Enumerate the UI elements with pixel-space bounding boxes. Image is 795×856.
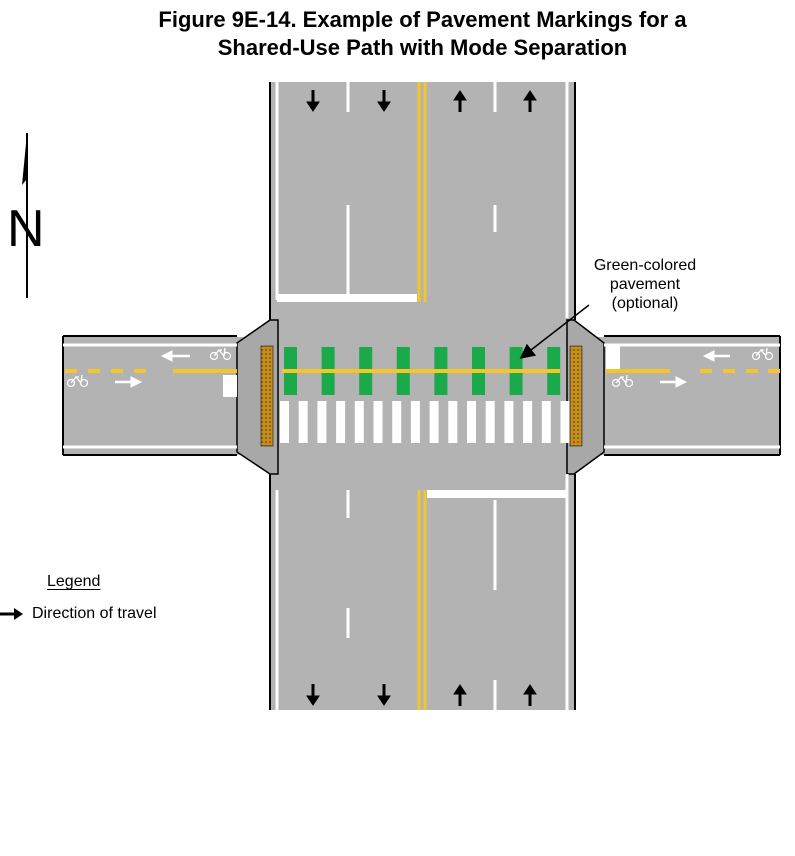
bicycle-icon: [751, 347, 774, 361]
crosswalk-bar: [523, 401, 533, 443]
green-pavement-callout: Green-colored pavement (optional): [575, 256, 715, 313]
legend-item-direction-of-travel: Direction of travel: [32, 605, 157, 622]
figure-title-line-1: Figure 9E-14. Example of Pavement Markin…: [158, 7, 687, 32]
callout-line-2: pavement: [609, 276, 681, 293]
north-arrow-icon: N: [7, 133, 45, 298]
south-stop-bar: [427, 490, 567, 498]
lane-direction-arrows: [306, 90, 537, 706]
crosswalk-bar: [373, 401, 383, 443]
path-yellow-dashes: [65, 369, 780, 373]
crosswalk-bar: [560, 401, 570, 443]
west-detectable-warning: [260, 345, 274, 447]
down-arrow-icon: [377, 684, 391, 706]
lane-lines: [346, 82, 497, 710]
right-arrow-icon: [0, 608, 23, 620]
north-label: N: [7, 200, 45, 258]
callout-line-3: (optional): [611, 295, 679, 312]
south-road-surface: [270, 448, 575, 710]
north-road-surface: [270, 82, 575, 332]
crosswalk-bar: [448, 401, 458, 443]
crosswalk-bar: [467, 401, 476, 443]
callout-leader-line: [519, 304, 590, 359]
figure-title-line-2: Shared-Use Path with Mode Separation: [217, 35, 628, 60]
crosswalk-bar: [392, 401, 402, 443]
bicycle-icon: [209, 347, 232, 361]
left-arrow-icon: [702, 350, 730, 362]
bicycle-symbols: [66, 347, 774, 388]
crosswalk-bar: [298, 401, 308, 443]
crosswalk-bar: [354, 401, 364, 443]
crosswalk-bar: [429, 401, 439, 443]
center-double-yellow: [417, 82, 427, 710]
crosswalk-bar: [541, 401, 551, 443]
left-arrow-icon: [160, 350, 190, 362]
edge-lines: [63, 82, 780, 710]
bicycle-icon: [66, 374, 89, 388]
west-path-stop-bar: [223, 375, 237, 397]
east-detectable-warning: [569, 345, 583, 447]
right-arrow-icon: [660, 376, 688, 388]
up-arrow-icon: [453, 90, 467, 112]
crosswalk-bar: [410, 401, 420, 443]
up-arrow-icon: [523, 684, 537, 706]
pedestrian-crosswalk: [280, 401, 570, 443]
down-arrow-icon: [306, 90, 320, 112]
east-path-stop-bar: [606, 345, 620, 369]
path-arrows: [115, 350, 730, 388]
crosswalk-bar: [504, 401, 514, 443]
crosswalk-bar: [336, 401, 346, 443]
curb-lines: [62, 82, 781, 710]
down-arrow-icon: [306, 684, 320, 706]
north-stop-bar: [277, 294, 417, 302]
right-arrow-icon: [115, 376, 143, 388]
green-bike-crossing: [282, 347, 561, 395]
crosswalk-bar: [317, 401, 327, 443]
figure-title: Figure 9E-14. Example of Pavement Markin…: [0, 6, 795, 62]
up-arrow-icon: [453, 684, 467, 706]
callout-line-1: Green-colored: [593, 257, 697, 274]
down-arrow-icon: [377, 90, 391, 112]
crosswalk-bar: [280, 401, 289, 443]
legend-title: Legend: [47, 573, 101, 590]
up-arrow-icon: [523, 90, 537, 112]
crosswalk-bar: [485, 401, 495, 443]
bicycle-icon: [611, 374, 634, 388]
